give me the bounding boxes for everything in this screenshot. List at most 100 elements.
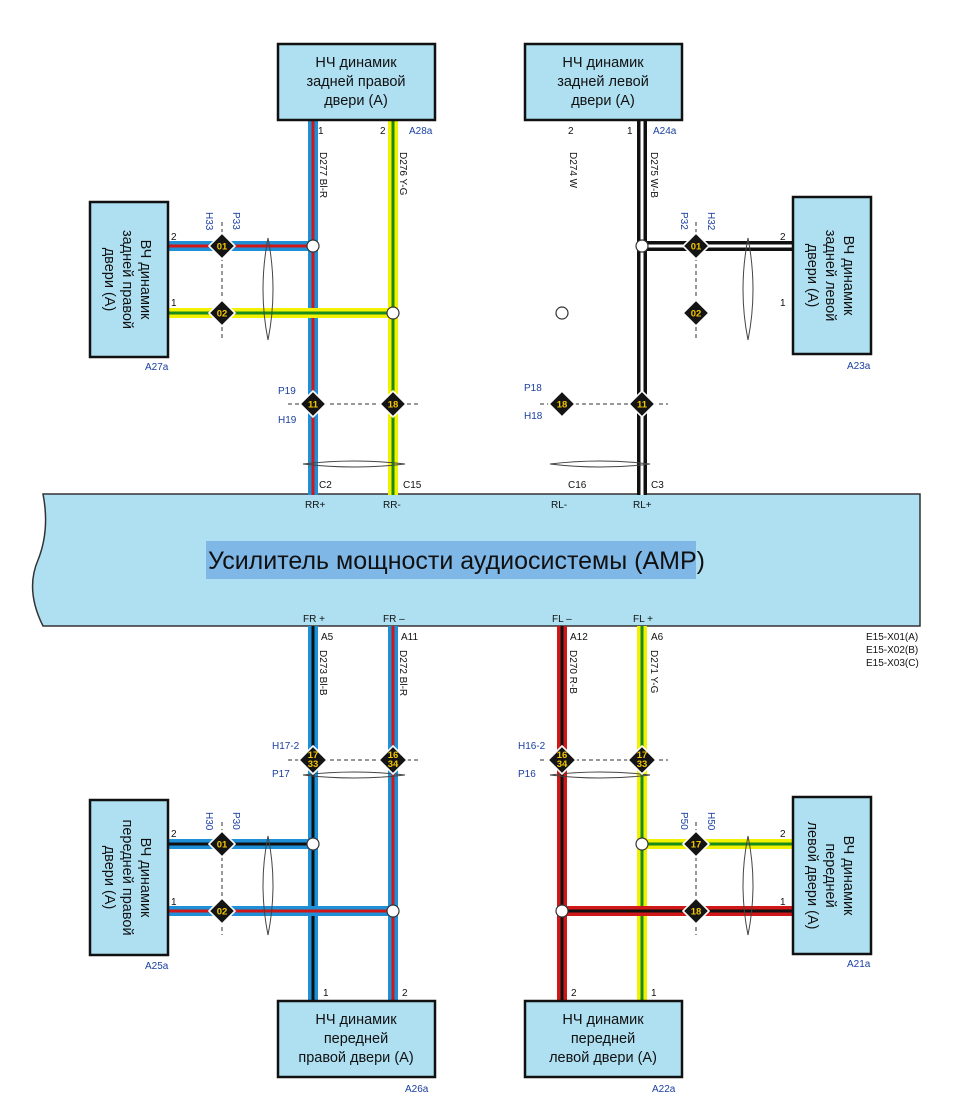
ref-a23a: A23a — [847, 361, 871, 372]
svg-text:P18: P18 — [524, 383, 542, 394]
svg-text:01: 01 — [691, 242, 702, 253]
svg-text:P17: P17 — [272, 769, 290, 780]
svg-text:RL+: RL+ — [633, 500, 652, 511]
pin-numbers: 1 2 2 1 2 1 2 1 2 1 2 1 1 2 2 1 — [171, 126, 786, 999]
connector-diamond: 01 — [207, 231, 237, 261]
connector-diamond: 02 — [207, 896, 237, 926]
svg-text:двери (A): двери (A) — [804, 244, 820, 308]
splice-point — [635, 837, 649, 851]
svg-text:НЧ динамик: НЧ динамик — [562, 1012, 644, 1028]
ref-a28a: A28a — [409, 126, 433, 137]
svg-text:17: 17 — [691, 840, 702, 851]
svg-text:двери (A): двери (A) — [324, 93, 388, 109]
splice-point — [555, 904, 569, 918]
svg-text:H50: H50 — [705, 812, 716, 831]
wire-rr-hf-top — [168, 241, 313, 251]
svg-text:D277 Bl-R: D277 Bl-R — [317, 152, 328, 198]
connector-diamond: 18 — [547, 389, 577, 419]
svg-text:FL –: FL – — [552, 614, 572, 625]
ref-a24a: A24a — [653, 126, 677, 137]
amp-terminal-labels: C2 C15 C16 C3 RR+ RR- RL- RL+ FR + FR – … — [303, 480, 664, 643]
svg-text:11: 11 — [637, 400, 648, 411]
svg-text:1: 1 — [627, 126, 633, 137]
svg-text:33: 33 — [308, 759, 319, 770]
svg-text:01: 01 — [217, 840, 228, 851]
svg-text:H32: H32 — [705, 212, 716, 231]
svg-text:C3: C3 — [651, 480, 664, 491]
svg-text:A5: A5 — [321, 632, 334, 643]
svg-text:FR –: FR – — [383, 614, 405, 625]
svg-text:двери (A): двери (A) — [101, 248, 117, 312]
svg-text:P33: P33 — [230, 212, 241, 230]
wire-fl-hf-bottom — [562, 906, 794, 916]
splice-point — [386, 904, 400, 918]
svg-text:P30: P30 — [230, 812, 241, 830]
speaker-box-front-right-lf: НЧ динамик передней правой двери (A) — [276, 999, 437, 1079]
speaker-box-rear-right-hf: ВЧ динамик задней правой двери (A) — [88, 200, 170, 359]
connector-diamond: 02 — [681, 298, 711, 328]
svg-text:1: 1 — [318, 126, 324, 137]
splice-point — [386, 306, 400, 320]
svg-text:2: 2 — [171, 232, 177, 243]
ref-a25a: A25a — [145, 961, 169, 972]
connector-code-labels: H33 P33 P32 H32 H30 P30 P50 H50 P19 H19 … — [203, 212, 716, 831]
svg-text:2: 2 — [568, 126, 574, 137]
splice-point — [555, 306, 569, 320]
svg-text:НЧ динамик: НЧ динамик — [315, 1012, 397, 1028]
svg-text:P50: P50 — [678, 812, 689, 830]
svg-text:18: 18 — [691, 907, 702, 918]
svg-text:1: 1 — [171, 897, 177, 908]
svg-text:задней левой: задней левой — [822, 230, 838, 322]
wire-fr-hf-top — [168, 839, 313, 849]
svg-text:2: 2 — [171, 829, 177, 840]
svg-text:H33: H33 — [203, 212, 214, 231]
svg-text:18: 18 — [557, 400, 568, 411]
wire-d270 — [557, 626, 567, 1001]
svg-text:02: 02 — [217, 907, 228, 918]
amplifier-title-highlight — [206, 541, 696, 579]
ref-a26a: A26a — [405, 1084, 429, 1095]
wire-fl-hf-top — [642, 839, 794, 849]
wire-d273 — [308, 626, 318, 1001]
svg-text:2: 2 — [380, 126, 386, 137]
svg-text:18: 18 — [388, 400, 399, 411]
svg-text:34: 34 — [388, 759, 399, 770]
svg-text:ВЧ динамик: ВЧ динамик — [840, 236, 856, 316]
svg-text:D270 R-B: D270 R-B — [567, 650, 578, 694]
connector-diamond: 16 34 — [377, 744, 409, 776]
svg-text:H19: H19 — [278, 415, 297, 426]
svg-text:левой двери (A): левой двери (A) — [549, 1050, 657, 1066]
svg-text:1: 1 — [323, 988, 329, 999]
amp-connector-a: E15-X01(A) — [866, 632, 918, 643]
connector-diamond: 01 — [207, 829, 237, 859]
svg-text:двери (A): двери (A) — [101, 846, 117, 910]
wire-rl-hf-top — [642, 241, 794, 251]
svg-text:задней правой: задней правой — [306, 74, 405, 90]
wire-code-labels: D277 Bl-R D276 Y-G D274 W D275 W-B D273 … — [317, 152, 659, 696]
ref-a27a: A27a — [145, 362, 169, 373]
wire-d277 — [308, 120, 318, 495]
svg-text:H16-2: H16-2 — [518, 741, 546, 752]
splice-point — [635, 239, 649, 253]
connector-diamond: 02 — [207, 298, 237, 328]
splice-point — [306, 837, 320, 851]
wire-d272 — [388, 626, 398, 1001]
amp-connector-b: E15-X02(B) — [866, 645, 918, 656]
wire-d271 — [637, 626, 647, 1001]
svg-text:ВЧ динамик: ВЧ динамик — [137, 240, 153, 320]
svg-text:ВЧ динамик: ВЧ динамик — [137, 838, 153, 918]
svg-text:P32: P32 — [678, 212, 689, 230]
twist-marker — [262, 237, 754, 936]
svg-text:P16: P16 — [518, 769, 536, 780]
svg-text:левой двери (A): левой двери (A) — [804, 822, 820, 930]
svg-text:НЧ динамик: НЧ динамик — [315, 55, 397, 71]
svg-text:P19: P19 — [278, 386, 296, 397]
speaker-box-front-left-hf: ВЧ динамик передней левой двери (A) — [791, 795, 873, 956]
wire-fr-hf-bottom — [168, 906, 393, 916]
svg-text:FL +: FL + — [633, 614, 653, 625]
svg-text:1: 1 — [171, 298, 177, 309]
speaker-box-rear-left-hf: ВЧ динамик задней левой двери (A) — [791, 195, 873, 356]
svg-text:передней правой: передней правой — [119, 819, 135, 935]
svg-text:11: 11 — [308, 400, 319, 411]
